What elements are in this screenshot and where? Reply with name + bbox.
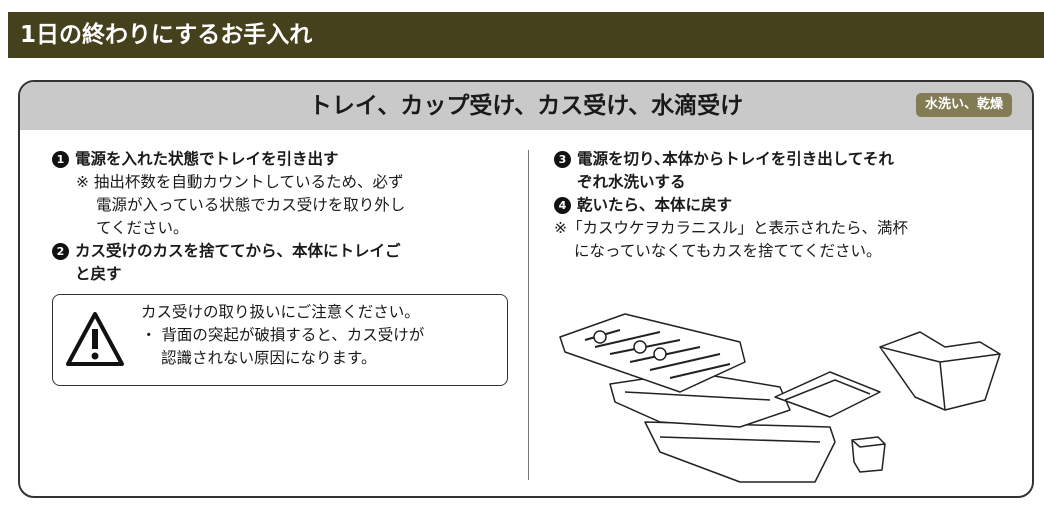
note-line: てください。	[96, 219, 189, 237]
note-line: ※「カスウケヲカラニスル」と表示されたら、満杯	[554, 219, 908, 237]
step-number: 4	[554, 197, 571, 214]
warning-box: カス受けの取り扱いにご注意ください。 ・ 背面の突起が破損すると、カス受けが 認…	[52, 294, 508, 386]
step-2: 2 カス受けのカスを捨ててから、本体にトレイご と戻す	[52, 240, 512, 286]
step-4: 4 乾いたら、本体に戻す	[554, 194, 1014, 217]
note-line: ※ 抽出杯数を自動カウントしているため、必ず	[76, 173, 404, 191]
step-text: カス受けのカスを捨ててから、本体にトレイご	[75, 242, 401, 260]
note-line: になっていなくてもカスを捨ててください。	[574, 242, 882, 260]
section-header: トレイ、カップ受け、カス受け、水滴受け 水洗い、乾燥	[20, 82, 1032, 130]
step-text: 乾いたら、本体に戻す	[577, 196, 733, 214]
warning-line: カス受けの取り扱いにご注意ください。	[141, 303, 420, 321]
warning-line: ・ 背面の突起が破損すると、カス受けが	[141, 326, 425, 344]
column-divider	[528, 150, 529, 480]
tray-parts-illustration	[559, 313, 1001, 483]
left-column: 1 電源を入れた状態でトレイを引き出す ※ 抽出杯数を自動カウントしているため、必…	[52, 148, 512, 386]
maintenance-panel: トレイ、カップ受け、カス受け、水滴受け 水洗い、乾燥 1 電源を入れた状態でトレイ…	[18, 80, 1034, 498]
step-text: と戻す	[75, 265, 122, 283]
step-number: 2	[52, 243, 69, 260]
page-title: 1日の終わりにするお手入れ	[8, 12, 1044, 58]
step-3: 3 電源を切り､本体からトレイを引き出してそれ ぞれ水洗いする	[554, 148, 1014, 194]
method-badge: 水洗い、乾燥	[915, 93, 1012, 117]
step-text: ぞれ水洗いする	[577, 173, 686, 191]
step-number: 3	[554, 151, 571, 168]
small-cup	[851, 436, 886, 473]
note-line: 電源が入っている状態でカス受けを取り外し	[96, 196, 406, 214]
step-text: 電源を切り､本体からトレイを引き出してそれ	[577, 150, 894, 168]
grounds-container	[879, 331, 1001, 411]
warning-line: 認識されない原因になります。	[161, 349, 377, 367]
small-tray	[774, 371, 881, 418]
step-number: 1	[52, 151, 69, 168]
note-1: ※ 抽出杯数を自動カウントしているため、必ず 電源が入っている状態でカス受けを取…	[52, 171, 512, 240]
section-heading: トレイ、カップ受け、カス受け、水滴受け	[308, 93, 744, 119]
drip-tray-base	[644, 421, 836, 483]
warning-icon	[66, 312, 124, 366]
step-text: 電源を入れた状態でトレイを引き出す	[75, 150, 339, 168]
drip-grate	[559, 313, 746, 393]
step-1: 1 電源を入れた状態でトレイを引き出す	[52, 148, 512, 171]
right-column: 3 電源を切り､本体からトレイを引き出してそれ ぞれ水洗いする 4 乾いたら、本体に…	[554, 148, 1014, 263]
